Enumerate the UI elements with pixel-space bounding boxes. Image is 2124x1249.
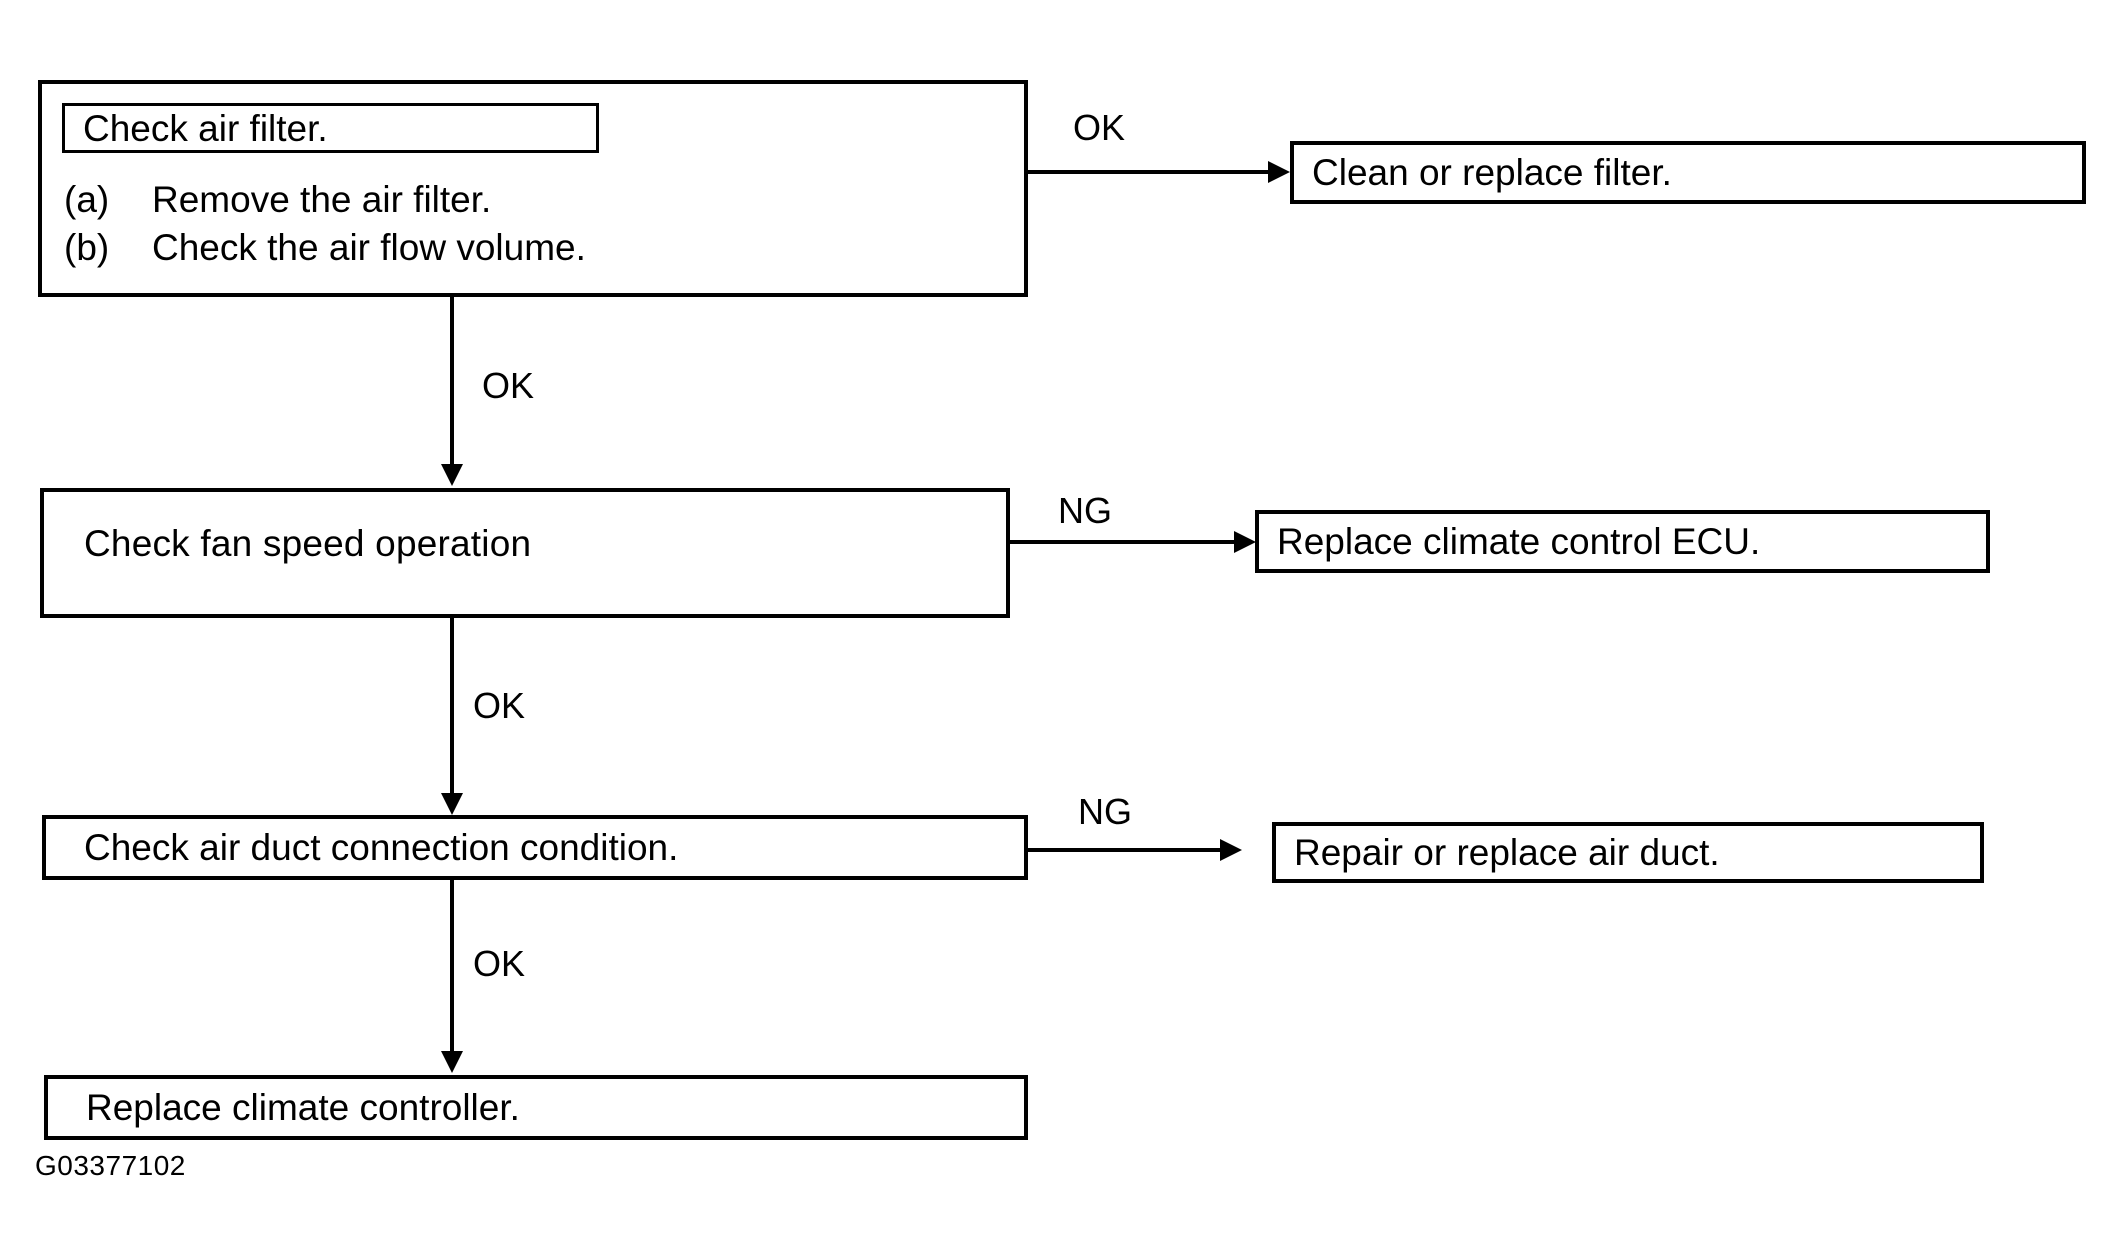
node-check-fan-speed-label: Check fan speed operation <box>84 523 532 564</box>
step-item: (b) Check the air flow volume. <box>64 224 586 272</box>
node-check-air-duct-label: Check air duct connection condition. <box>84 827 679 868</box>
step-item: (a) Remove the air filter. <box>64 176 586 224</box>
node-check-air-filter-steps: (a) Remove the air filter. (b) Check the… <box>64 176 586 272</box>
edge-step3-to-result-hline <box>1028 848 1224 852</box>
node-check-air-duct[interactable]: Check air duct connection condition. <box>42 815 1028 880</box>
edge-step3-branch-stub <box>1024 815 1028 880</box>
edge-label-step3-to-step4: OK <box>473 943 526 984</box>
edge-label-step2-to-result: NG <box>1058 490 1112 531</box>
node-replace-climate-control-ecu-label: Replace climate control ECU. <box>1277 521 1761 562</box>
edge-step2-to-result-arrowhead <box>1234 531 1256 553</box>
node-check-air-filter[interactable]: Check air filter. (a) Remove the air fil… <box>38 80 1028 297</box>
edge-step1-to-result-line <box>1028 170 1272 174</box>
node-replace-climate-controller[interactable]: Replace climate controller. <box>44 1075 1028 1140</box>
step-item-marker: (a) <box>64 179 110 220</box>
edge-step1-to-step2-arrowhead <box>441 464 463 486</box>
node-replace-climate-controller-label: Replace climate controller. <box>86 1087 520 1128</box>
node-clean-or-replace-filter-label: Clean or replace filter. <box>1312 152 1672 193</box>
node-check-air-filter-title-box: Check air filter. <box>62 103 599 153</box>
step-item-text: Remove the air filter. <box>152 179 492 220</box>
node-clean-or-replace-filter[interactable]: Clean or replace filter. <box>1290 141 2086 204</box>
step-item-text: Check the air flow volume. <box>152 227 586 268</box>
node-replace-climate-control-ecu[interactable]: Replace climate control ECU. <box>1255 510 1990 573</box>
edge-step2-to-step3-line <box>450 618 454 795</box>
edge-label-step1-to-result: OK <box>1073 107 1126 148</box>
figure-code: G03377102 <box>35 1150 186 1181</box>
node-check-air-filter-title: Check air filter. <box>83 107 328 149</box>
node-check-fan-speed[interactable]: Check fan speed operation <box>40 488 1010 618</box>
step-item-marker: (b) <box>64 227 110 268</box>
edge-step3-to-step4-line <box>450 880 454 1053</box>
edge-step1-to-step2-line <box>450 297 454 465</box>
edge-step2-to-step3-arrowhead <box>441 793 463 815</box>
node-repair-or-replace-air-duct-label: Repair or replace air duct. <box>1294 832 1720 873</box>
edge-step2-to-result-line <box>1010 540 1238 544</box>
edge-step3-to-step4-arrowhead <box>441 1051 463 1073</box>
edge-step3-to-result-arrowhead <box>1220 839 1242 861</box>
edge-label-step3-to-result: NG <box>1078 791 1132 832</box>
edge-label-step2-to-step3: OK <box>473 685 526 726</box>
node-repair-or-replace-air-duct[interactable]: Repair or replace air duct. <box>1272 822 1984 883</box>
edge-label-step1-to-step2: OK <box>482 365 535 406</box>
edge-step1-to-result-arrowhead <box>1268 161 1290 183</box>
